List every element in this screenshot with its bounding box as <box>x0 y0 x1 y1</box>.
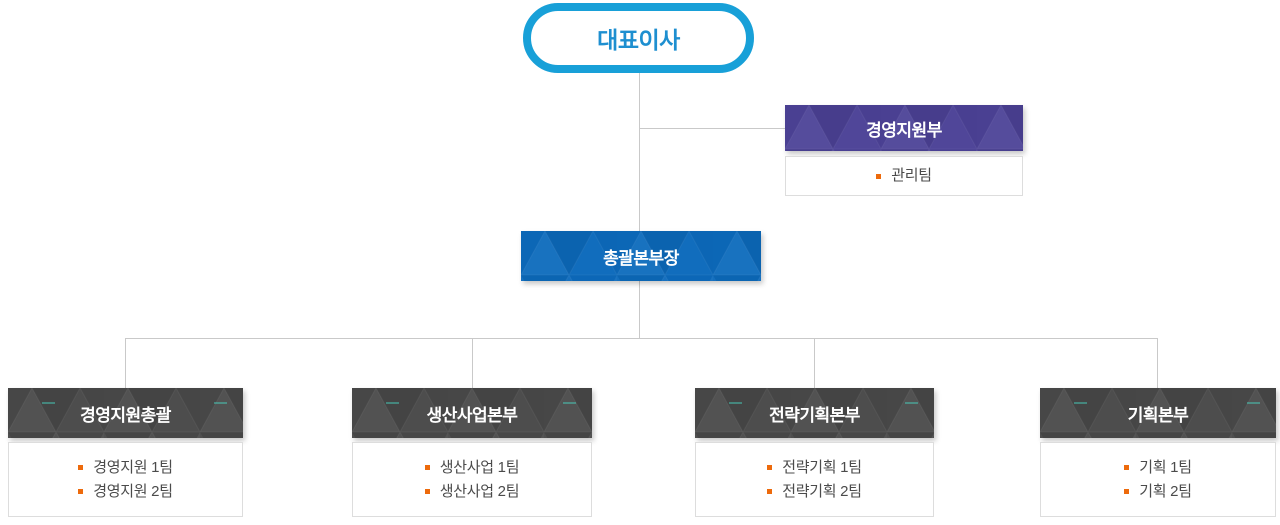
teal-accent <box>42 402 55 404</box>
team-label: 경영지원 2팀 <box>93 482 173 500</box>
team-item: 전략기획 2팀 <box>767 482 862 500</box>
teal-accent <box>386 402 399 404</box>
connector-ceo-to-director <box>639 72 640 231</box>
bullet-icon <box>78 465 84 470</box>
bullet-icon <box>1124 465 1130 470</box>
division-label: 기획본부 <box>1127 405 1189 425</box>
teal-accent <box>563 402 576 404</box>
node-division-3: 전략기획본부 <box>695 388 934 438</box>
division-1-team-box: 경영지원 1팀 경영지원 2팀 <box>8 442 243 517</box>
connector-drop-division-2 <box>472 338 473 388</box>
division-label: 생산사업본부 <box>426 405 518 425</box>
teal-accent <box>214 402 227 404</box>
team-label: 전략기획 1팀 <box>782 458 862 476</box>
staff-dept-label: 경영지원부 <box>866 120 942 140</box>
connector-ceo-to-staff-dept <box>640 128 786 129</box>
node-director: 총괄본부장 <box>521 231 761 281</box>
connector-director-to-divisions <box>639 281 640 338</box>
director-label: 총괄본부장 <box>603 248 679 268</box>
team-label: 생산사업 2팀 <box>439 482 520 500</box>
division-4-team-box: 기획 1팀 기획 2팀 <box>1040 442 1276 517</box>
team-label: 기획 1팀 <box>1139 458 1192 476</box>
teal-accent <box>905 402 918 404</box>
division-3-team-box: 전략기획 1팀 전략기획 2팀 <box>695 442 934 517</box>
bullet-icon <box>78 489 84 494</box>
connector-drop-division-3 <box>814 338 815 388</box>
team-item: 전략기획 1팀 <box>767 458 862 476</box>
team-label: 생산사업 1팀 <box>439 458 520 476</box>
team-item: 생산사업 1팀 <box>424 458 520 476</box>
team-item: 관리팀 <box>876 168 932 184</box>
node-division-4: 기획본부 <box>1040 388 1276 438</box>
bullet-icon <box>424 465 430 470</box>
team-label: 전략기획 2팀 <box>782 482 862 500</box>
team-item: 기획 2팀 <box>1124 482 1192 500</box>
connector-drop-division-4 <box>1157 338 1158 388</box>
team-item: 기획 1팀 <box>1124 458 1192 476</box>
node-division-1: 경영지원총괄 <box>8 388 243 438</box>
team-label: 기획 2팀 <box>1139 482 1192 500</box>
division-label: 경영지원총괄 <box>80 405 171 425</box>
teal-accent <box>1247 402 1260 404</box>
bullet-icon <box>767 489 773 494</box>
team-item: 경영지원 1팀 <box>78 458 173 476</box>
node-division-2: 생산사업본부 <box>352 388 592 438</box>
ceo-label: 대표이사 <box>597 27 680 53</box>
bullet-icon <box>767 465 773 470</box>
team-item: 생산사업 2팀 <box>424 482 520 500</box>
division-label: 전략기획본부 <box>769 405 860 425</box>
bullet-icon <box>876 173 882 179</box>
teal-accent <box>1074 402 1087 404</box>
bullet-icon <box>424 489 430 494</box>
staff-dept-team-box: 관리팀 <box>785 156 1023 196</box>
team-item: 경영지원 2팀 <box>78 482 173 500</box>
connector-divisions-bus <box>125 338 1158 339</box>
division-2-team-box: 생산사업 1팀 생산사업 2팀 <box>352 442 592 517</box>
connector-drop-division-1 <box>125 338 126 388</box>
team-label: 관리팀 <box>891 167 932 184</box>
bullet-icon <box>1124 489 1130 494</box>
teal-accent <box>729 402 742 404</box>
node-ceo: 대표이사 <box>523 3 754 73</box>
team-label: 경영지원 1팀 <box>93 458 173 476</box>
node-staff-dept: 경영지원부 <box>785 105 1023 151</box>
